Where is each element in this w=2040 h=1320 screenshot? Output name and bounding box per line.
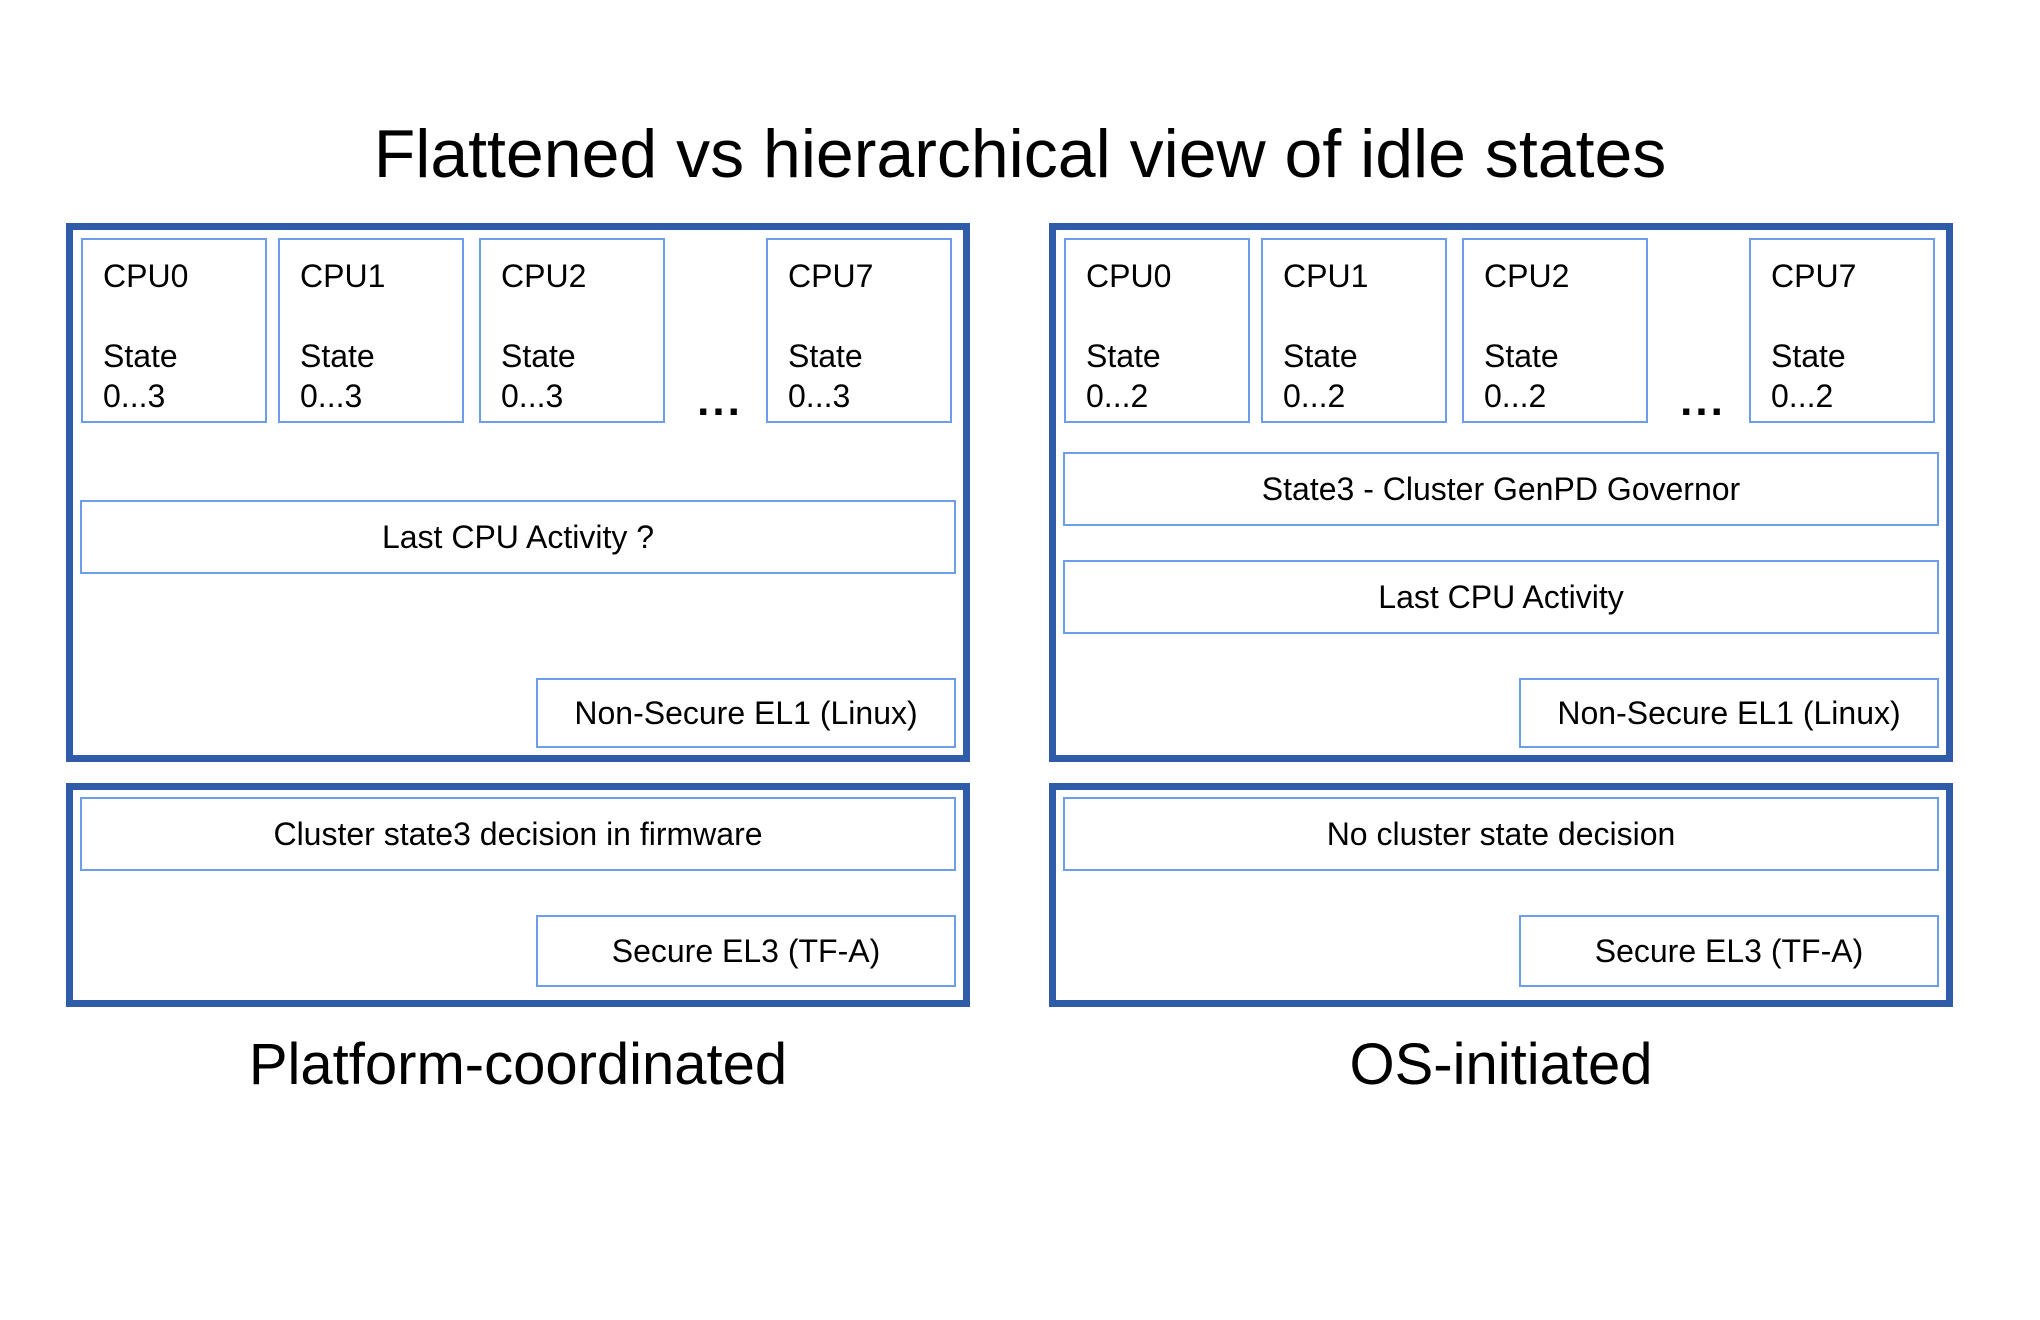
cpu-name: CPU1 (300, 258, 386, 294)
cpu-name: CPU2 (1484, 258, 1570, 294)
cluster-decision-box: Cluster state3 decision in firmware (80, 797, 956, 871)
cpu-box-left-cpu2: CPU2 State 0...3 (479, 238, 665, 423)
os-initiated-el3-panel: No cluster state decision Secure EL3 (TF… (1049, 783, 1953, 1007)
genpd-governor-box: State3 - Cluster GenPD Governor (1063, 452, 1939, 526)
page-title: Flattened vs hierarchical view of idle s… (373, 116, 1667, 192)
cpu-name: CPU0 (1086, 258, 1172, 294)
cpu-state: State 0...2 (1086, 338, 1161, 414)
cpu-state: State 0...2 (1484, 338, 1559, 414)
no-cluster-decision-box: No cluster state decision (1063, 797, 1939, 871)
cpu-box-left-cpu0: CPU0 State 0...3 (81, 238, 267, 423)
cpu-ellipsis: ... (1680, 376, 1726, 425)
secure-el3-box: Secure EL3 (TF-A) (1519, 915, 1939, 987)
non-secure-el1-box: Non-Secure EL1 (Linux) (536, 678, 956, 748)
cpu-state: State 0...3 (103, 338, 178, 414)
cpu-box-left-cpu7: CPU7 State 0...3 (766, 238, 952, 423)
cpu-box-right-cpu0: CPU0 State 0...2 (1064, 238, 1250, 423)
last-cpu-activity-box: Last CPU Activity (1063, 560, 1939, 634)
secure-el3-box: Secure EL3 (TF-A) (536, 915, 956, 987)
cpu-state: State 0...2 (1771, 338, 1846, 414)
cpu-state: State 0...3 (788, 338, 863, 414)
cpu-state: State 0...3 (501, 338, 576, 414)
cpu-state: State 0...3 (300, 338, 375, 414)
last-cpu-activity-box: Last CPU Activity ? (80, 500, 956, 574)
os-initiated-el1-panel: CPU0 State 0...2 CPU1 State 0...2 CPU2 S… (1049, 223, 1953, 762)
platform-coordinated-el3-panel: Cluster state3 decision in firmware Secu… (66, 783, 970, 1007)
cpu-state: State 0...2 (1283, 338, 1358, 414)
non-secure-el1-box: Non-Secure EL1 (Linux) (1519, 678, 1939, 748)
cpu-name: CPU7 (788, 258, 874, 294)
cpu-ellipsis: ... (697, 376, 743, 425)
cpu-box-right-cpu1: CPU1 State 0...2 (1261, 238, 1447, 423)
cpu-name: CPU1 (1283, 258, 1369, 294)
cpu-name: CPU2 (501, 258, 587, 294)
os-initiated-label: OS-initiated (1349, 1032, 1653, 1097)
cpu-box-right-cpu7: CPU7 State 0...2 (1749, 238, 1935, 423)
cpu-name: CPU0 (103, 258, 189, 294)
platform-coordinated-label: Platform-coordinated (248, 1032, 788, 1097)
cpu-box-right-cpu2: CPU2 State 0...2 (1462, 238, 1648, 423)
cpu-box-left-cpu1: CPU1 State 0...3 (278, 238, 464, 423)
cpu-name: CPU7 (1771, 258, 1857, 294)
platform-coordinated-el1-panel: CPU0 State 0...3 CPU1 State 0...3 CPU2 S… (66, 223, 970, 762)
